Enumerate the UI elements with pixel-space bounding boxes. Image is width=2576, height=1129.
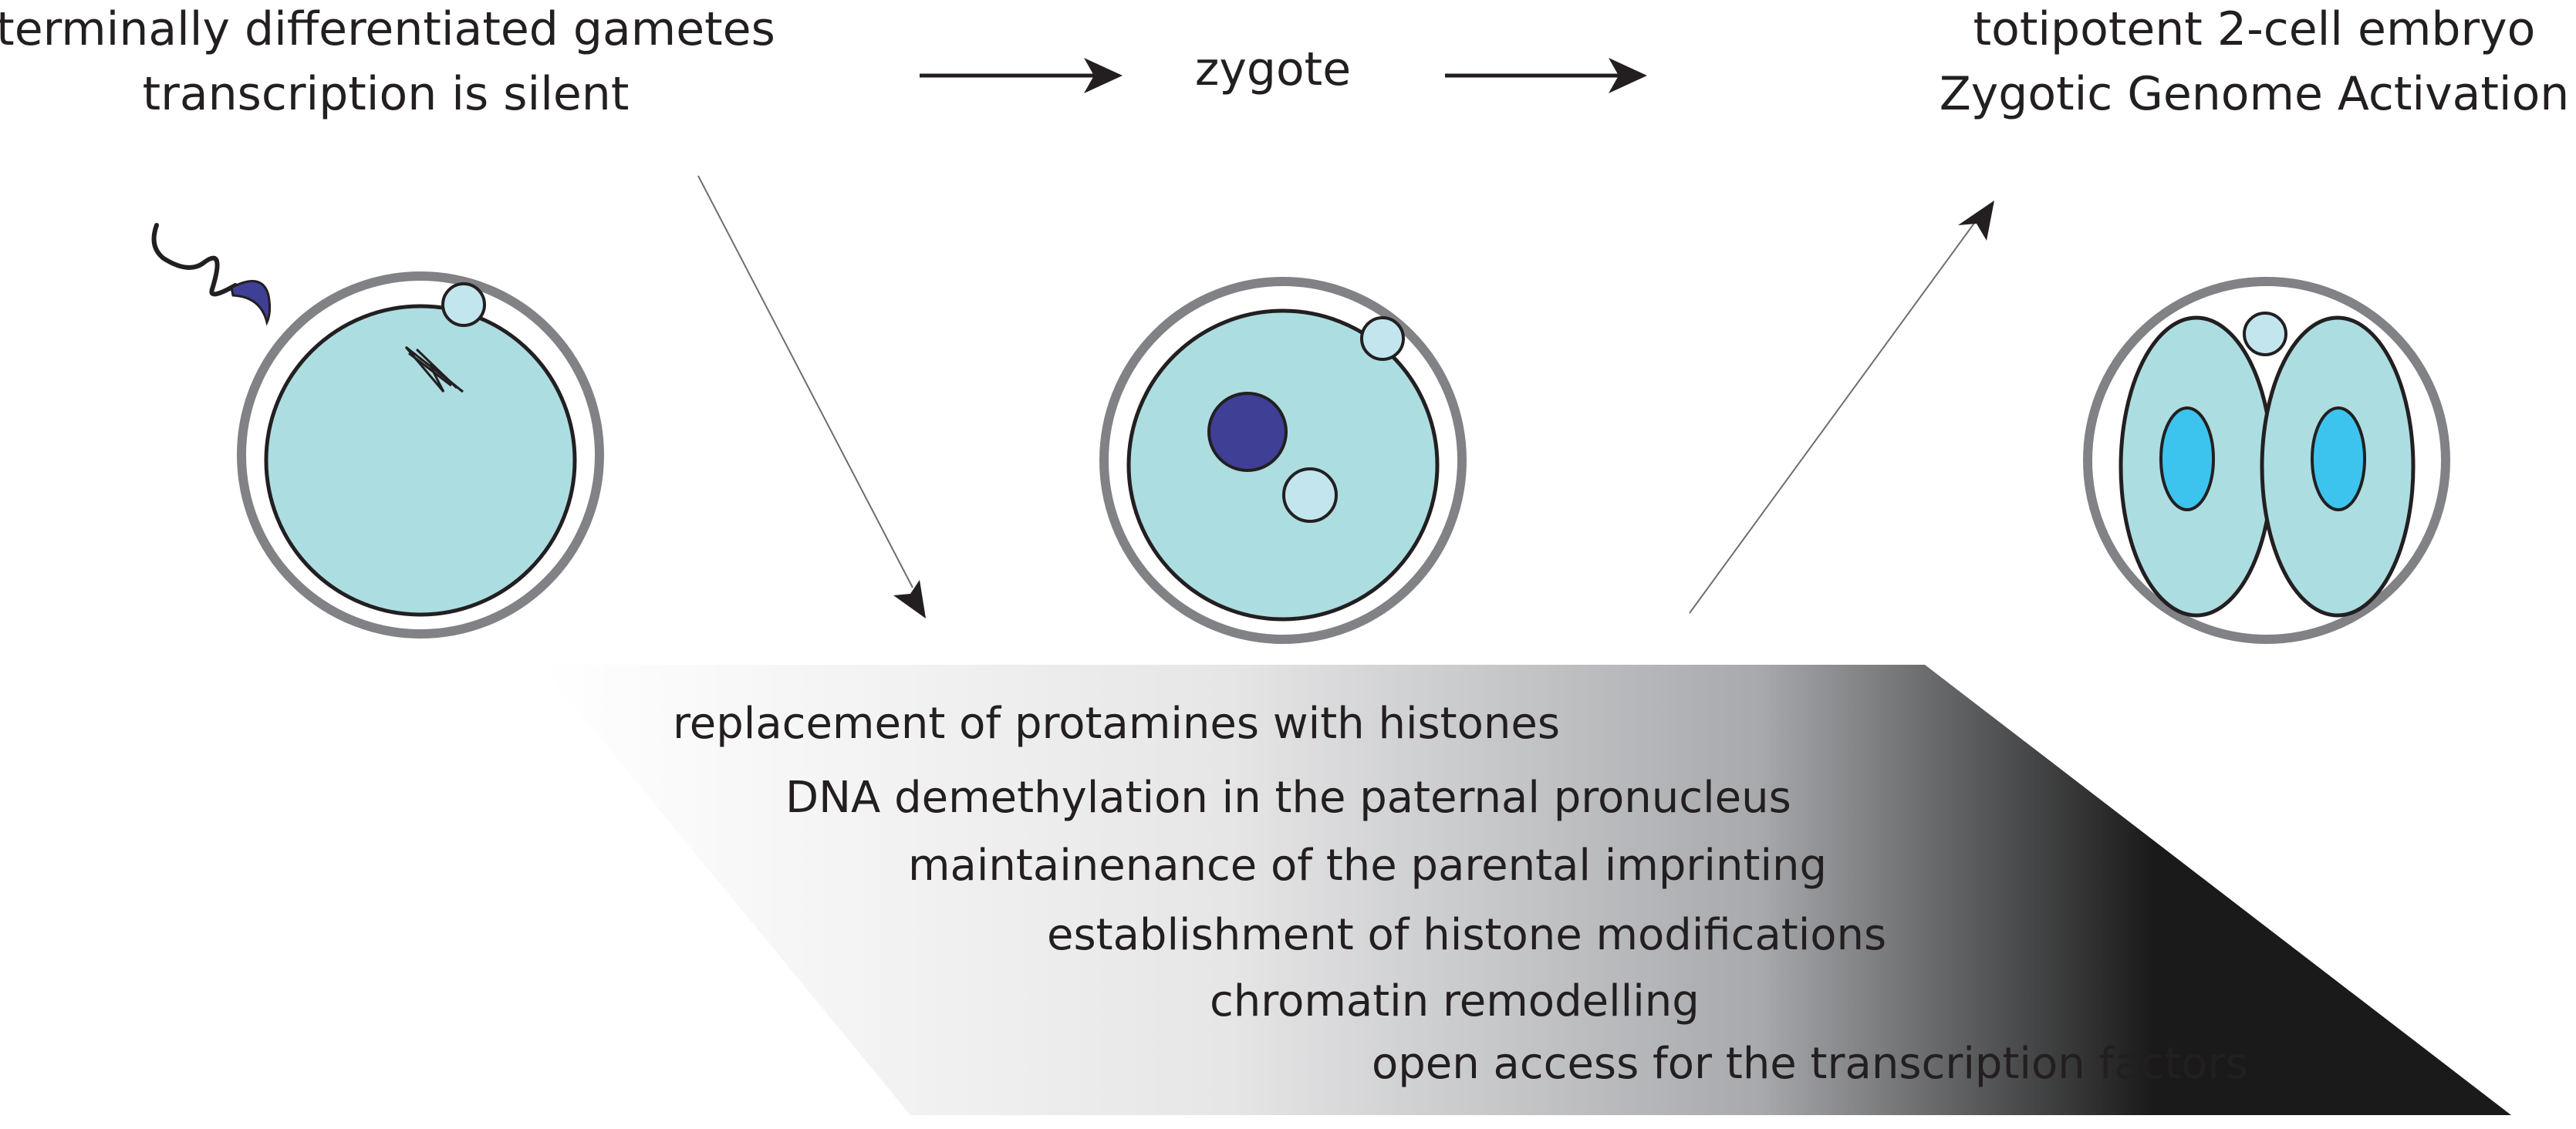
step-item: replacement of protamines with histones xyxy=(673,699,1560,749)
two-cell-embryo xyxy=(2083,277,2450,644)
oocyte-polar-body xyxy=(441,282,486,327)
maternal-pronucleus xyxy=(1282,467,1338,523)
meiotic-spindle-icon xyxy=(404,345,464,393)
paternal-pronucleus xyxy=(1207,392,1288,472)
reprogramming-gradient-wedge xyxy=(540,665,2511,1115)
arrow-up-to-embryo xyxy=(1689,201,1994,614)
arrow-down-to-reprogramming xyxy=(697,175,926,618)
step-item: maintainenance of the parental imprintin… xyxy=(908,841,1827,891)
zygote-cytoplasm xyxy=(1126,308,1440,622)
step-item: establishment of histone modifications xyxy=(1047,910,1886,960)
gametes-label-line1: terminally differentiated gametes xyxy=(0,2,775,56)
sperm-head xyxy=(230,280,272,326)
oocyte-cytoplasm xyxy=(264,304,577,617)
zygote-polar-body xyxy=(1360,316,1405,361)
oocyte xyxy=(237,271,604,639)
arrow-gametes-to-zygote xyxy=(920,58,1123,93)
embryo-label-line1: totipotent 2-cell embryo xyxy=(1973,2,2536,56)
gametes-label-line2: transcription is silent xyxy=(143,67,630,121)
zygote xyxy=(1099,277,1467,644)
sperm xyxy=(151,223,272,326)
step-item: chromatin remodelling xyxy=(1210,976,1700,1026)
embryo-label-line2: Zygotic Genome Activation xyxy=(1940,67,2570,121)
zygote-label: zygote xyxy=(1195,42,1351,96)
sperm-tail xyxy=(151,223,238,297)
nucleus-left xyxy=(2159,406,2215,511)
arrow-zygote-to-embryo xyxy=(1445,58,1647,93)
nucleus-right xyxy=(2311,406,2366,511)
reprogramming-steps-list: replacement of protamines with histones … xyxy=(673,699,2248,1089)
step-item: open access for the transcription factor… xyxy=(1372,1039,2248,1089)
step-item: DNA demethylation in the paternal pronuc… xyxy=(785,773,1791,823)
embryo-polar-body xyxy=(2243,312,2287,356)
